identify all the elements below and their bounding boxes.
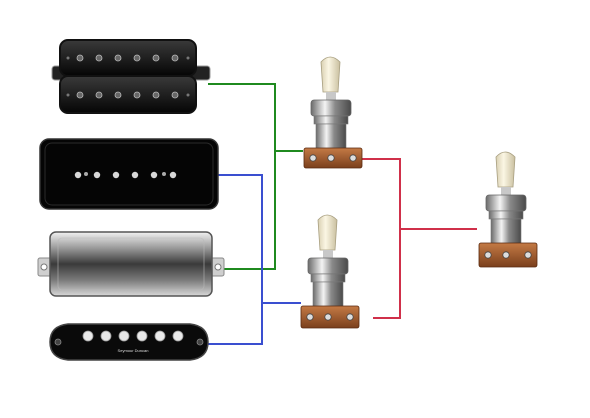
pickup-humbucker bbox=[51, 39, 211, 114]
wire-green-mini-humbucker bbox=[213, 151, 276, 270]
wire-red-upper bbox=[362, 158, 401, 319]
pickup-single-coil: Seymour Duncan bbox=[49, 323, 209, 361]
toggle-switch-upper bbox=[303, 56, 363, 169]
single-coil-brand-label: Seymour Duncan bbox=[118, 348, 149, 353]
switch-lever bbox=[320, 56, 341, 102]
wire-blue-p90 bbox=[218, 174, 301, 304]
single-coil-pole-pieces bbox=[82, 330, 184, 342]
pickup-mini-humbucker bbox=[37, 231, 225, 297]
p90-pole-pieces bbox=[74, 171, 177, 179]
toggle-switch-master bbox=[478, 151, 538, 268]
wires bbox=[208, 83, 477, 345]
switch-lever bbox=[317, 214, 338, 260]
switch-lever bbox=[495, 151, 516, 197]
wire-blue-single-coil bbox=[208, 303, 263, 345]
wire-green-humbucker bbox=[208, 83, 303, 152]
toggle-switch-lower bbox=[300, 214, 360, 329]
pickup-p90 bbox=[39, 138, 219, 210]
humbucker-pole-pieces bbox=[66, 54, 190, 99]
